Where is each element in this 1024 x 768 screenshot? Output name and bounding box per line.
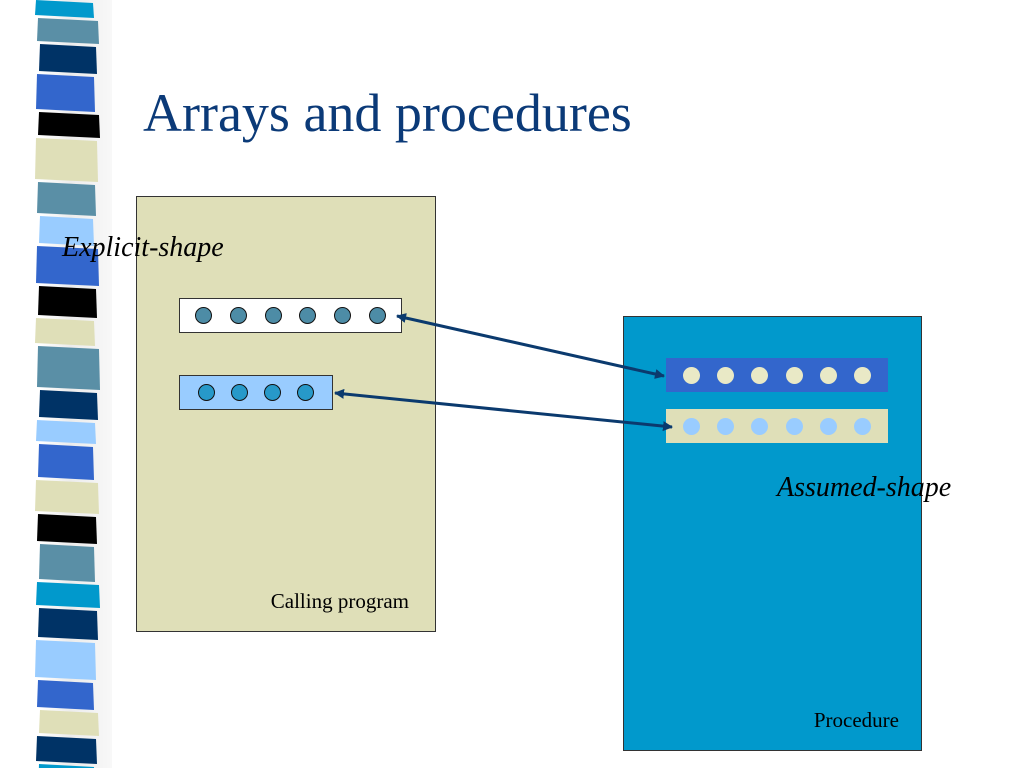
stripe-segment	[36, 736, 97, 764]
stripe-segment	[38, 764, 95, 768]
stripe-segment	[36, 420, 96, 444]
array-element	[369, 307, 387, 324]
array-element	[682, 366, 700, 384]
array-element	[854, 366, 872, 384]
explicit-array-2	[179, 375, 333, 410]
assumed-shape-label: Assumed-shape	[777, 472, 952, 503]
array-element	[198, 384, 215, 401]
stripe-segment	[37, 346, 100, 390]
array-element	[751, 366, 769, 384]
stripe-segment	[36, 582, 100, 608]
stripe-pattern	[35, 0, 100, 768]
stripe-segment	[36, 246, 99, 286]
array-element	[334, 307, 352, 324]
array-element	[819, 366, 837, 384]
stripe-segment	[39, 44, 97, 74]
array-element	[194, 307, 212, 324]
stripe-segment	[37, 182, 96, 216]
array-element	[297, 384, 314, 401]
explicit-array-1	[179, 298, 402, 333]
stripe-segment	[38, 608, 98, 640]
stripe-segment	[35, 318, 95, 346]
stripe-segment	[37, 514, 97, 544]
array-element	[819, 417, 837, 435]
assumed-array-2	[666, 409, 888, 443]
stripe-segment	[39, 216, 94, 246]
array-element	[785, 417, 803, 435]
array-element	[231, 384, 248, 401]
stripe-segment	[37, 18, 99, 44]
calling-program-label: Calling program	[270, 589, 409, 613]
stripe-segment	[39, 710, 99, 736]
array-element	[264, 307, 282, 324]
stripe-segment	[36, 74, 95, 112]
stripe-segment	[35, 640, 96, 680]
array-element	[854, 417, 872, 435]
array-element	[299, 307, 317, 324]
explicit-shape-label: Explicit-shape	[62, 232, 224, 263]
array-element	[229, 307, 247, 324]
stripe-segment	[35, 0, 94, 18]
array-element	[751, 417, 769, 435]
stripe-segment	[38, 112, 100, 138]
stripe-segment	[37, 680, 94, 710]
array-element	[716, 417, 734, 435]
slide-title: Arrays and procedures	[143, 83, 632, 143]
stripe-segment	[35, 138, 98, 182]
array-element	[716, 366, 734, 384]
assumed-array-1	[666, 358, 888, 392]
stripe-segment	[38, 444, 94, 480]
procedure-label: Procedure	[813, 708, 899, 732]
decorative-stripe-bar	[0, 0, 112, 768]
array-element	[682, 417, 700, 435]
stripe-segment	[35, 480, 99, 514]
array-element	[264, 384, 281, 401]
stripe-segment	[39, 390, 98, 420]
array-element	[785, 366, 803, 384]
stripe-segment	[39, 544, 95, 582]
stripe-segment	[38, 286, 97, 318]
